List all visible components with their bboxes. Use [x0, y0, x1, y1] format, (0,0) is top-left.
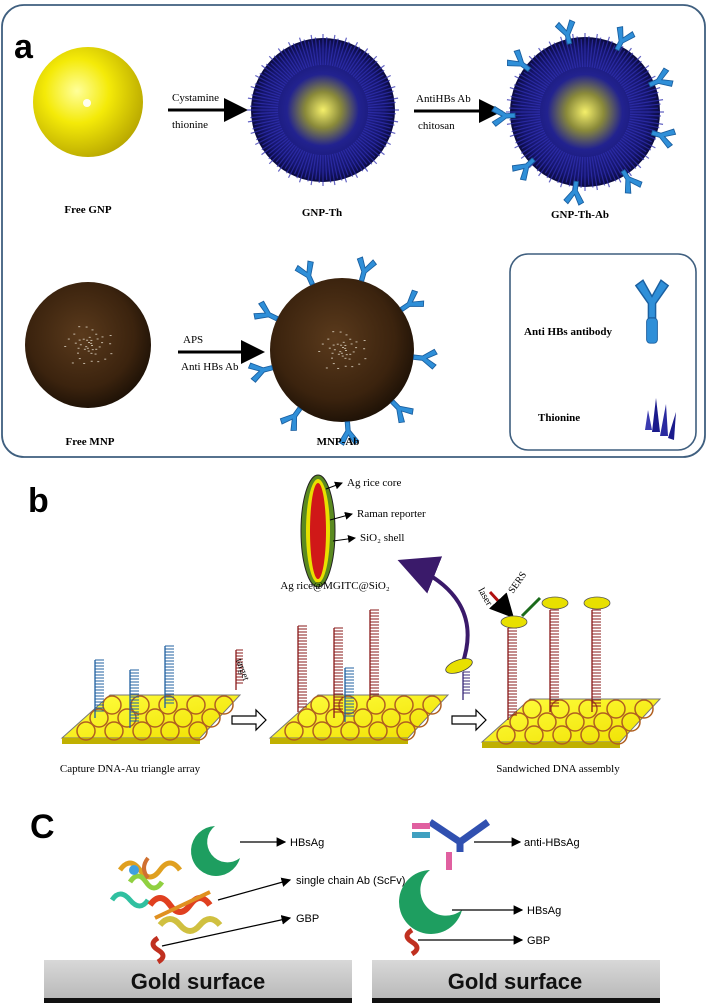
gbp-left-segment: [150, 935, 166, 965]
sandwich-particle-2: [541, 596, 569, 610]
scfv-protein: [109, 856, 223, 934]
laser-label: laser: [475, 586, 494, 608]
scfv-pointer: [217, 877, 292, 901]
hollow-arrow-1: [231, 708, 267, 732]
probe-particle: [445, 658, 473, 674]
plate-right: [480, 698, 662, 748]
free-gnp-label: Free GNP: [64, 204, 111, 216]
free-gnp-highlight: [83, 99, 91, 107]
hbsag-right-label: HBsAg: [527, 905, 561, 917]
arrow2-bottom-label: chitosan: [418, 120, 455, 132]
gbp-left-pointer: [161, 915, 292, 947]
curved-arrow: [397, 556, 470, 666]
core-pointer: [325, 481, 343, 490]
gold-surface-right: [372, 960, 660, 1003]
legend-thionine-label: Thionine: [538, 412, 580, 424]
arrow1-bottom-label: thionine: [172, 119, 208, 131]
shell-pointer: [332, 534, 356, 543]
ag-rice-particle: [300, 474, 336, 588]
panel-a-frame: [1, 4, 706, 458]
sers-line: [520, 596, 542, 618]
panel-b: b Ag rice core Raman reporter SiO₂ shell…: [28, 474, 662, 775]
core-label: Ag rice core: [347, 477, 401, 489]
gold-surface-right-label: Gold surface: [448, 969, 582, 994]
anti-hbsag-antibody: [412, 819, 491, 870]
arrow2-top-label: AntiHBs Ab: [416, 93, 471, 105]
free-mnp-sphere: [25, 282, 151, 408]
gbp-right-label: GBP: [527, 935, 550, 947]
reporter-pointer: [329, 511, 353, 521]
free-mnp-label: Free MNP: [66, 436, 115, 448]
sandwich-particle-1: [500, 615, 528, 629]
legend-antibody-icon: [635, 279, 669, 344]
gnp-th-ab-sphere: [491, 18, 678, 207]
arrow3-bottom-label: Anti HBs Ab: [181, 361, 239, 373]
probe-strand: [462, 671, 470, 700]
gbp-left-label: GBP: [296, 913, 319, 925]
legend-box: [509, 253, 697, 451]
particle-name-label: Ag rice@MGITC@SiO₂: [280, 580, 389, 592]
legend-thionine-icon: [645, 398, 676, 440]
panel-b-letter: b: [28, 482, 49, 520]
caption-left: Capture DNA-Au triangle array: [60, 763, 201, 775]
dna-strands: [94, 609, 601, 728]
gnp-th-sphere: [247, 34, 399, 186]
anti-hbsag-label: anti-HBsAg: [524, 837, 580, 849]
hbsag-crescent-left: [191, 826, 240, 876]
panel-a-letter: a: [14, 28, 34, 66]
gold-surface-left: [44, 960, 352, 1003]
hollow-arrow-2: [451, 708, 487, 732]
hbsag-crescent-right: [399, 870, 462, 934]
plate-left: [60, 694, 242, 744]
mnp-ab-label: MNP-Ab: [317, 436, 360, 448]
panel-c: C Gold surface Gold surface HBsAg si: [30, 808, 660, 1003]
panel-a: a Free GNP Cystamine thionine GNP-Th Ant…: [1, 4, 706, 458]
reporter-label: Raman reporter: [357, 508, 426, 520]
shell-label: SiO₂ shell: [360, 532, 404, 544]
plate-middle: [268, 694, 450, 744]
hbsag-left-label: HBsAg: [290, 837, 324, 849]
gbp-right-segment: [404, 927, 420, 957]
gnp-th-ab-label: GNP-Th-Ab: [551, 209, 609, 221]
laser-arrow: [488, 590, 515, 619]
legend-antibody-label: Anti HBs antibody: [524, 326, 613, 338]
sers-label: SERS: [506, 570, 529, 596]
scfv-label: single chain Ab (ScFv): [296, 875, 405, 887]
arrow3-top-label: APS: [183, 334, 203, 346]
caption-right: Sandwiched DNA assembly: [496, 763, 620, 775]
mnp-ab-sphere: [246, 255, 439, 447]
gnp-th-label: GNP-Th: [302, 207, 342, 219]
panel-c-letter: C: [30, 808, 55, 846]
arrow1-top-label: Cystamine: [172, 92, 219, 104]
sandwich-particle-3: [583, 596, 611, 610]
gold-surface-left-label: Gold surface: [131, 969, 265, 994]
